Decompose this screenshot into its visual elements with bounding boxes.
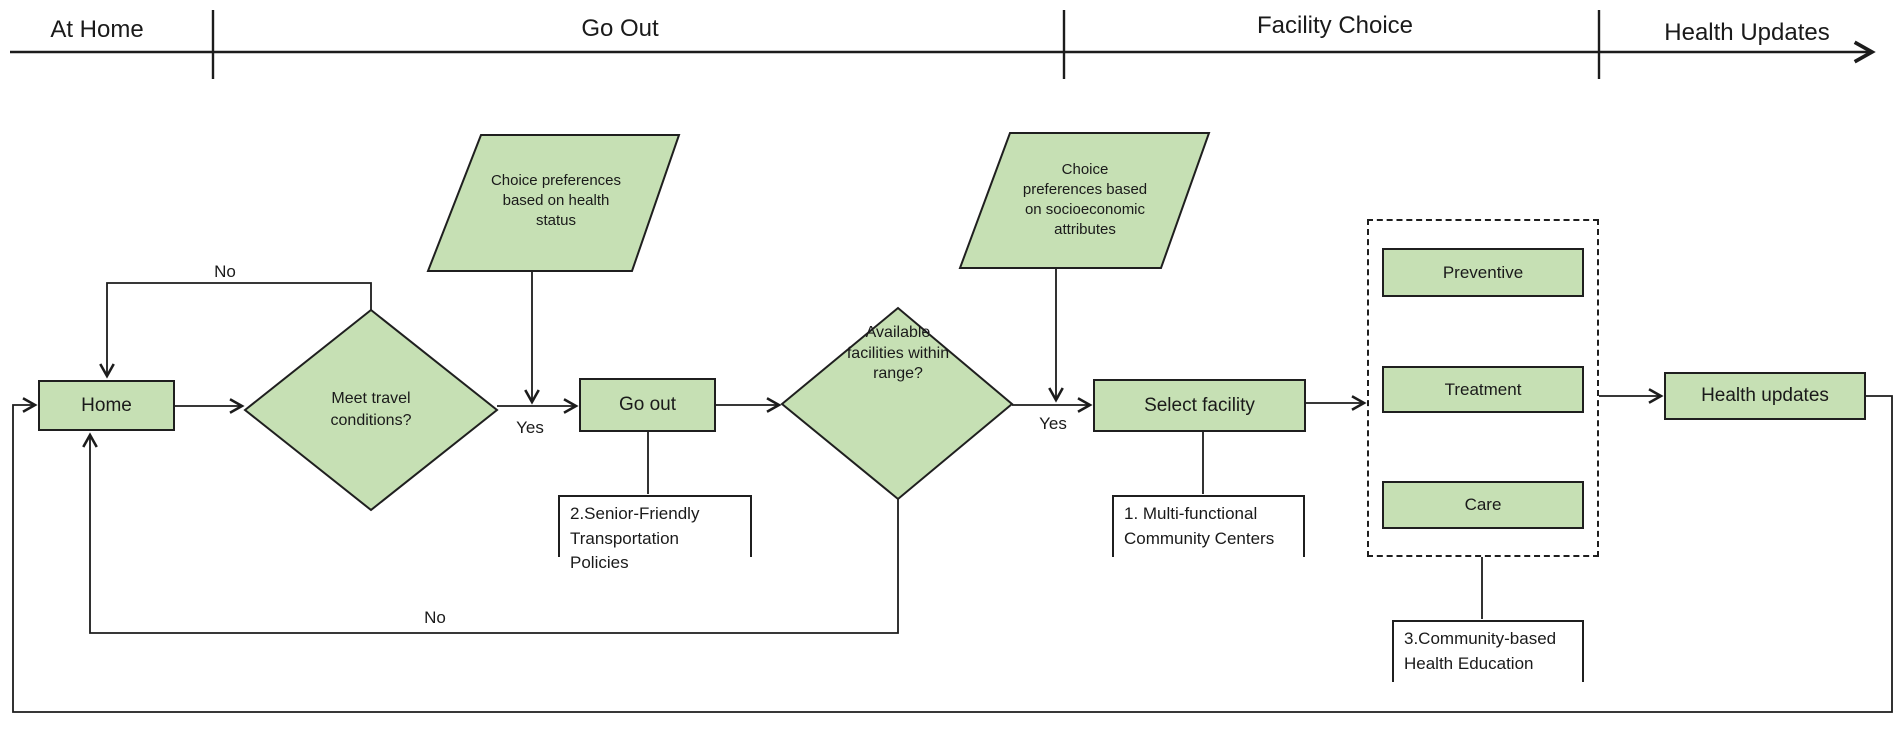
health-updates-node: Health updates [1664, 372, 1866, 420]
timeline-phase-facility-choice: Facility Choice [1256, 12, 1414, 39]
facility-decision-label: Available facilities within range? [846, 323, 950, 383]
transport-policies-note: 2.Senior-Friendly Transportation Policie… [558, 495, 752, 572]
pref-health-label: Choice preferences based on health statu… [490, 171, 622, 230]
facility-no-label: No [424, 608, 446, 627]
edge-travel-no-loop [99, 282, 372, 379]
facility-group-container [1367, 219, 1599, 557]
pref-socio-parallelogram [958, 132, 1211, 269]
preventive-node: Preventive [1382, 248, 1584, 297]
edge-facility-no-loop [82, 432, 899, 634]
health-education-note: 3.Community-based Health Education [1392, 620, 1584, 682]
facility-yes-label: Yes [1039, 414, 1067, 433]
pref-health-parallelogram [426, 134, 681, 272]
select-facility-node: Select facility [1093, 379, 1306, 432]
home-node: Home [38, 380, 175, 431]
timeline-axis [10, 10, 1876, 79]
travel-decision-label: Meet travel conditions? [330, 390, 412, 429]
travel-yes-label: Yes [516, 418, 544, 437]
community-centers-note: 1. Multi-functional Community Centers [1112, 495, 1305, 557]
care-node: Care [1382, 481, 1584, 529]
edge-health-updates-return-loop [12, 395, 1893, 713]
treatment-node: Treatment [1382, 366, 1584, 413]
travel-decision-diamond [243, 308, 499, 512]
timeline-phase-at-home: At Home [50, 16, 144, 43]
timeline-phase-health-updates: Health Updates [1664, 19, 1830, 46]
travel-no-label: No [214, 262, 236, 281]
go-out-node: Go out [579, 378, 716, 432]
facility-decision-diamond [780, 306, 1014, 501]
timeline-phase-go-out: Go Out [581, 15, 659, 42]
pref-socio-label: Choice preferences based on socioeconomi… [1022, 160, 1148, 239]
